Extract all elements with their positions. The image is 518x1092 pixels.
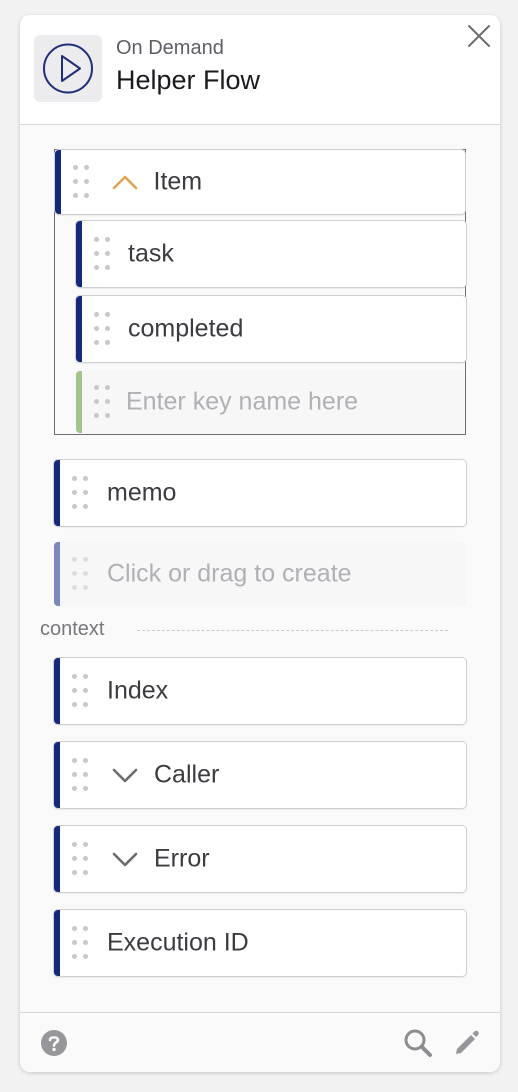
drag-handle-icon[interactable] <box>72 758 88 792</box>
chevron-up-icon[interactable] <box>111 172 139 192</box>
field-label: Caller <box>154 760 220 789</box>
panel-header: On Demand Helper Flow <box>20 15 500 125</box>
context-item-execution-id[interactable]: Execution ID <box>53 909 467 977</box>
field-label: completed <box>128 314 244 343</box>
pencil-icon[interactable] <box>451 1028 481 1058</box>
panel-footer <box>20 1012 500 1072</box>
field-label: memo <box>107 478 177 507</box>
new-key-row <box>75 370 465 434</box>
dashed-divider <box>137 630 448 631</box>
field-label: Item <box>153 167 203 195</box>
field-memo[interactable]: memo <box>53 459 467 527</box>
create-placeholder-label: Click or drag to create <box>107 559 352 588</box>
context-section-divider: context <box>40 618 460 642</box>
drag-handle-icon[interactable] <box>72 557 88 591</box>
child-field-completed[interactable]: completed <box>75 295 467 363</box>
context-item-error[interactable]: Error <box>53 825 467 893</box>
drag-handle-icon[interactable] <box>72 926 88 960</box>
field-label: task <box>128 239 174 268</box>
drag-handle-icon[interactable] <box>72 674 88 708</box>
drag-handle-icon[interactable] <box>72 164 89 199</box>
chevron-down-icon[interactable] <box>111 849 139 869</box>
field-label: Index <box>107 676 169 705</box>
drag-handle-icon[interactable] <box>72 842 88 876</box>
flow-title: Helper Flow <box>116 65 261 95</box>
field-label: Execution ID <box>107 928 249 957</box>
drag-handle-icon <box>94 385 110 419</box>
play-circle-icon <box>34 35 102 102</box>
create-field-dropzone[interactable]: Click or drag to create <box>53 541 467 607</box>
new-key-input[interactable] <box>126 387 446 417</box>
chevron-down-icon[interactable] <box>111 765 139 785</box>
context-item-index[interactable]: Index <box>53 657 467 725</box>
object-group-item: Item task completed <box>53 148 467 435</box>
flow-type-label: On Demand <box>116 37 224 59</box>
child-field-task[interactable]: task <box>75 220 467 288</box>
drag-handle-icon[interactable] <box>94 312 110 346</box>
drag-handle-icon[interactable] <box>94 237 110 271</box>
context-item-caller[interactable]: Caller <box>53 741 467 809</box>
help-icon[interactable] <box>39 1028 69 1058</box>
close-icon[interactable] <box>467 24 491 48</box>
flow-panel: On Demand Helper Flow Item <box>20 15 500 1072</box>
search-icon[interactable] <box>403 1028 433 1058</box>
object-field-item[interactable]: Item <box>53 148 466 215</box>
drag-handle-icon[interactable] <box>72 476 88 510</box>
section-label: context <box>40 618 105 640</box>
field-label: Error <box>154 844 210 873</box>
